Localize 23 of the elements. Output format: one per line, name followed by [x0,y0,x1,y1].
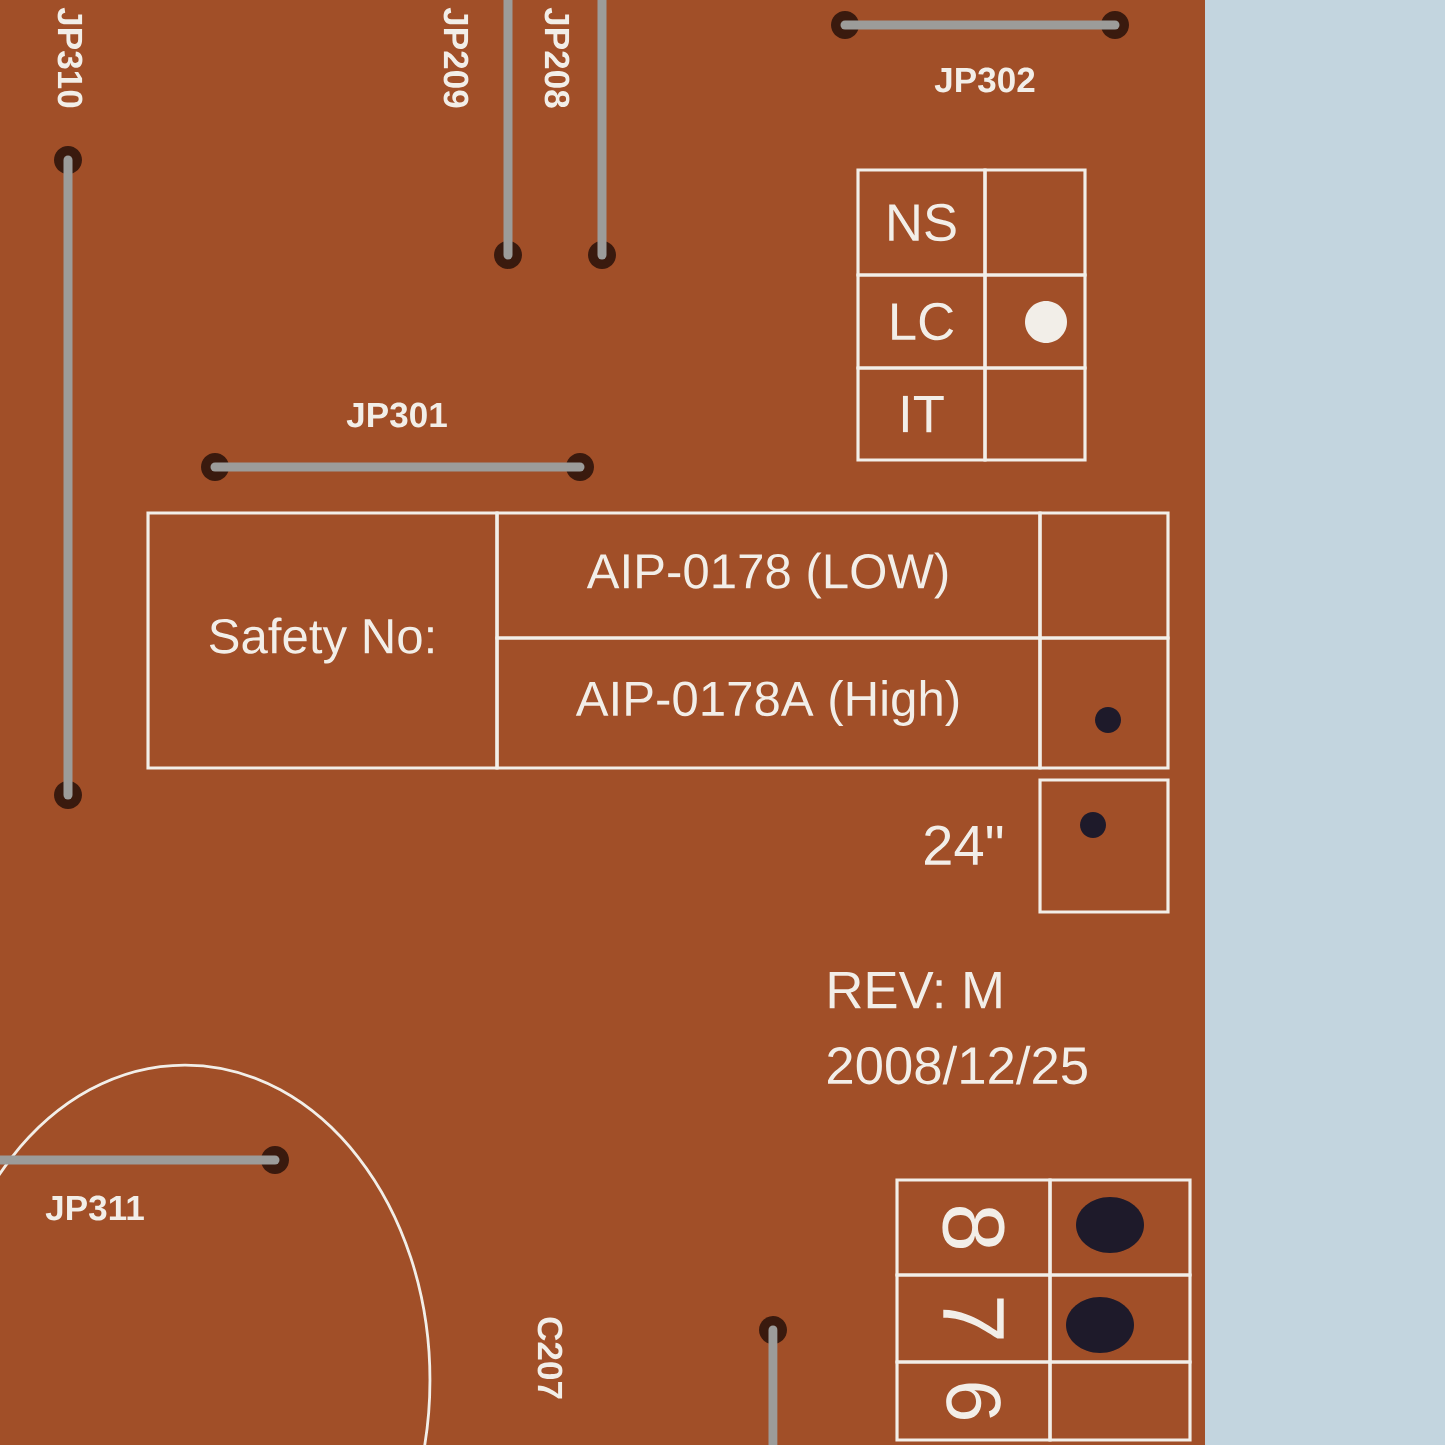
size-label: 24" [925,825,1003,865]
table-cell: 7 [895,1273,1052,1364]
part-label: C207 [537,1317,563,1399]
part-label: JP311 [45,1195,144,1221]
revision-text: REV: M [829,971,1001,1009]
part-label: JP209 [443,7,469,108]
part-label: JP310 [57,7,83,108]
part-label: JP302 [934,67,1035,93]
table-cell: LC [856,273,987,370]
table-cell: 6 [895,1360,1052,1442]
table-cell: IT [856,366,987,462]
empty-box [1048,1360,1192,1442]
table-cell: AIP-0178A (High) [495,636,1042,770]
table-cell: Safety No: [146,511,499,770]
marked-box [1038,778,1170,914]
table-cell: AIP-0178 (LOW) [495,511,1042,640]
part-label: JP208 [544,7,570,108]
table-cell: 8 [895,1178,1052,1277]
part-label: JP301 [346,402,447,428]
marked-box [1038,636,1170,770]
table-cell: NS [856,168,987,277]
revision-text: 2008/12/25 [828,1045,1087,1085]
empty-box [983,366,1087,462]
